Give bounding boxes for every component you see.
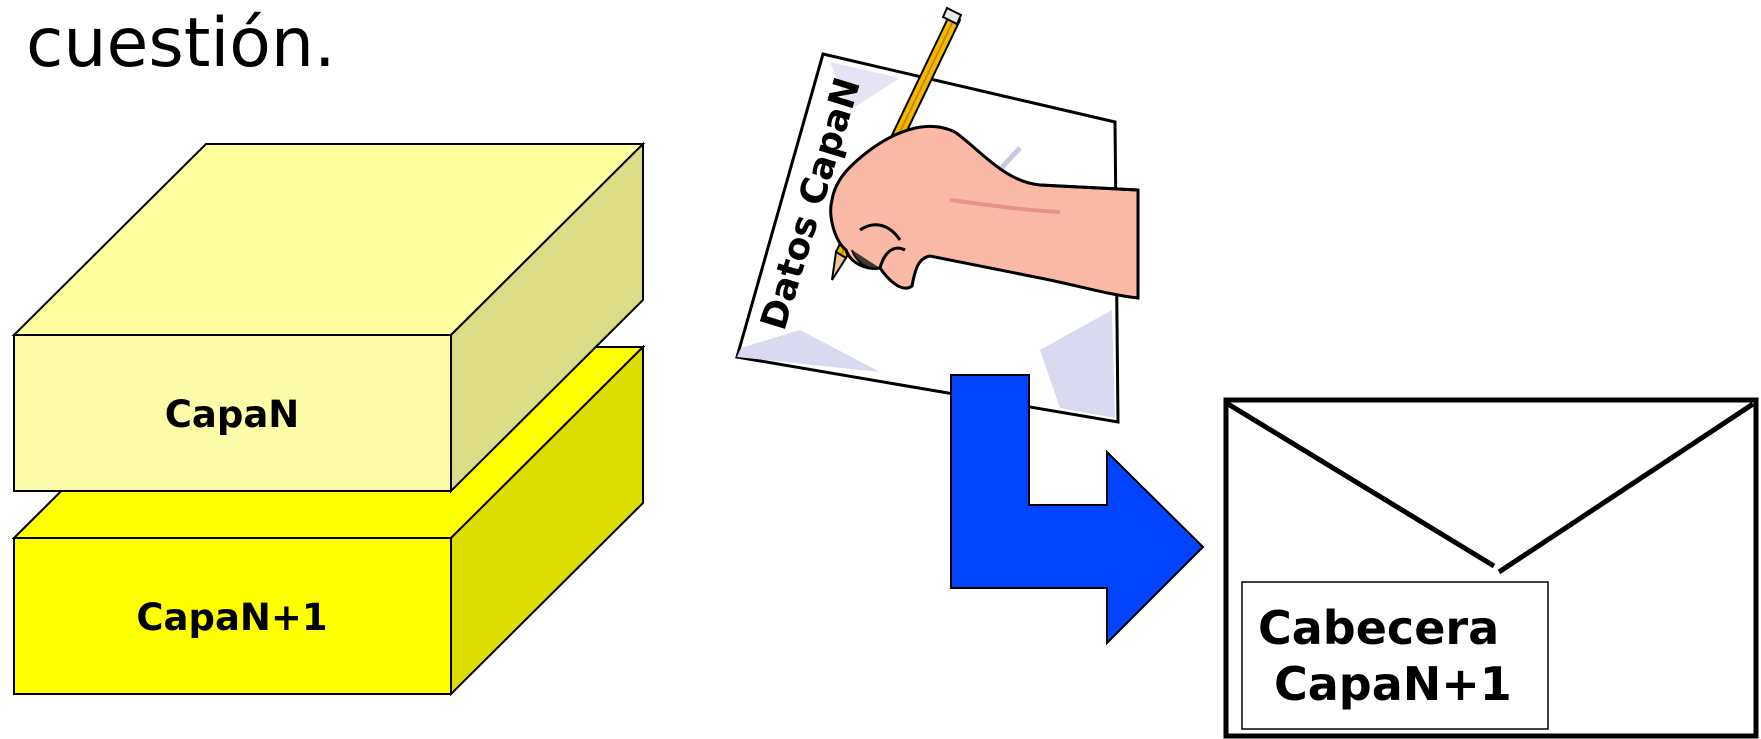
writing-paper-illustration: Datos CapaN — [737, 8, 1138, 422]
layer-bottom-label: CapaN+1 — [136, 596, 327, 639]
envelope-illustration: Cabecera CapaN+1 — [1226, 400, 1756, 736]
layer-top-label: CapaN — [165, 393, 300, 436]
envelope-header-line2: CapaN+1 — [1274, 657, 1512, 711]
heading-text: cuestión. — [26, 4, 336, 83]
envelope-header-line1: Cabecera — [1258, 601, 1499, 655]
